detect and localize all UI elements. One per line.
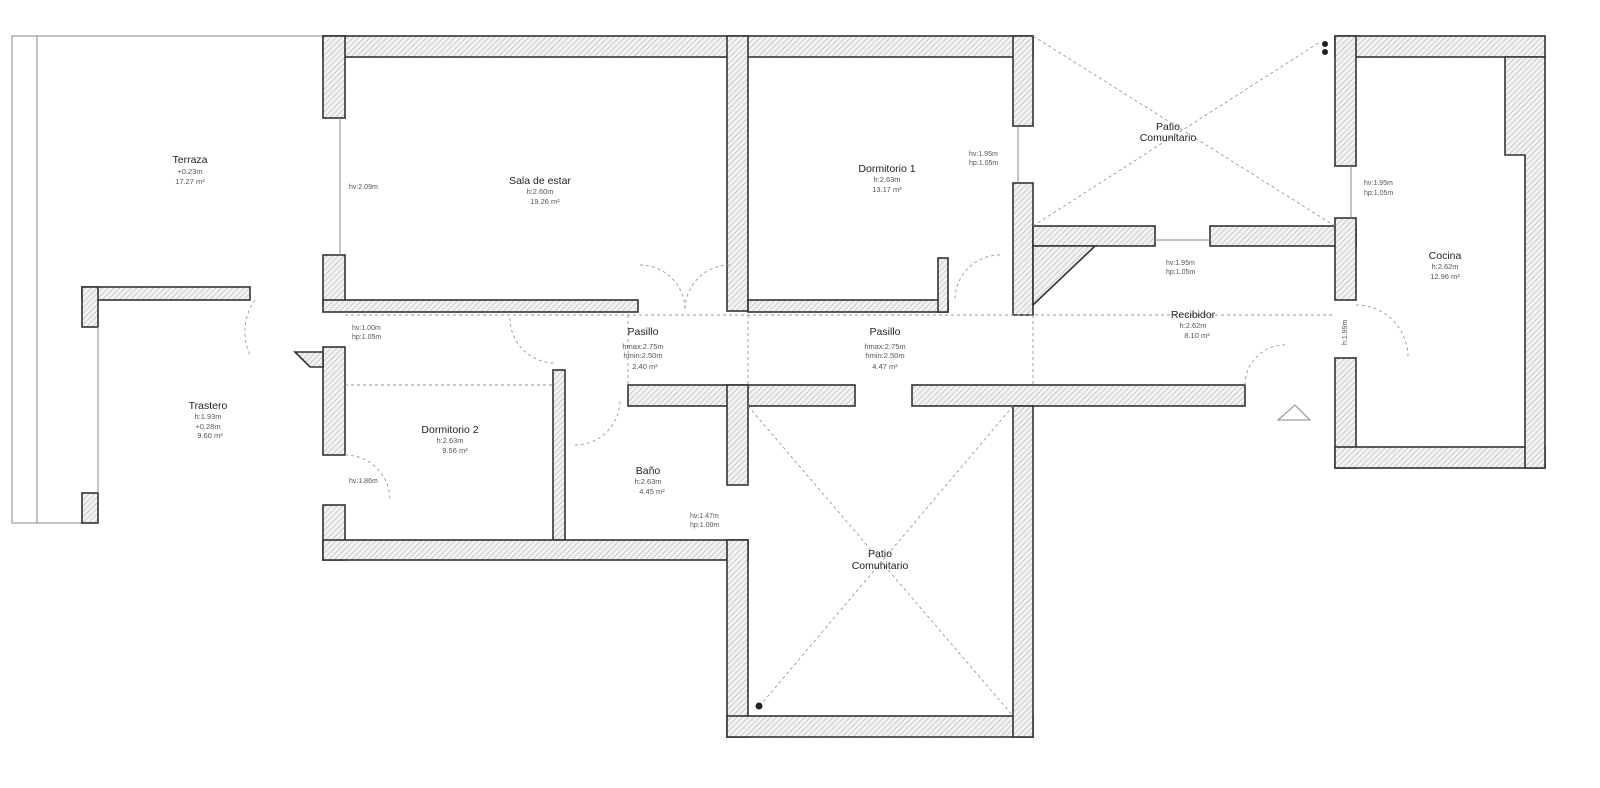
drain-symbols xyxy=(755,41,1328,710)
room-area: 12.96 m² xyxy=(1430,272,1460,281)
room-hmax: hmax:2.75m xyxy=(864,342,905,351)
room-area: 2.40 m² xyxy=(632,362,658,371)
note: hv:1.95m xyxy=(1364,180,1393,187)
room-name: Dormitorio 1 xyxy=(858,163,915,175)
room-recibidor: Recibidor h:2.62m 8.10 m² xyxy=(1171,309,1216,340)
room-area: 4.47 m² xyxy=(872,362,898,371)
room-terraza: Terraza +0.23m 17.27 m² xyxy=(172,154,207,186)
note: hp:1.05m xyxy=(1364,190,1393,197)
room-name: Cocina xyxy=(1429,250,1462,262)
room-hmin: hmin:2.50m xyxy=(623,351,662,360)
room-pasillo-2: Pasillo hmax:2.75m hmin:2.50m 4.47 m² xyxy=(864,326,905,371)
room-sala: Sala de estar h:2.60m 19.26 m² xyxy=(509,175,571,206)
patio-crosses xyxy=(97,35,1352,717)
room-area: 9.60 m² xyxy=(197,431,223,440)
room-cocina: Cocina h:2.62m 12.96 m² xyxy=(1429,250,1462,281)
room-bano: Baño h:2.63m 4.45 m² xyxy=(634,465,665,496)
note: hv:1.00m xyxy=(352,325,381,332)
room-height: h:2.63m xyxy=(873,175,900,184)
room-trastero: Trastero h:1.93m +0.28m 9.60 m² xyxy=(189,400,228,440)
room-height: h:2.60m xyxy=(526,187,553,196)
patio-top: Patio Comunitario xyxy=(1140,121,1197,144)
room-hmax: hmax:2.75m xyxy=(622,342,663,351)
note: hv:2.09m xyxy=(349,184,378,191)
doors xyxy=(244,254,1409,501)
room-name: Recibidor xyxy=(1171,309,1216,321)
room-area: 8.10 m² xyxy=(1184,331,1210,340)
room-dormitorio-2: Dormitorio 2 h:2.63m 9.56 m² xyxy=(421,424,478,455)
room-name: Pasillo xyxy=(870,326,901,338)
patio-bottom: Patio Comunitario xyxy=(852,548,909,572)
room-height: h:2.63m xyxy=(436,436,463,445)
room-area: 13.17 m² xyxy=(872,185,902,194)
patio-name: Patio xyxy=(1156,121,1180,133)
room-height: h:2.62m xyxy=(1179,321,1206,330)
room-height: h:2.63m xyxy=(634,477,661,486)
room-name: Dormitorio 2 xyxy=(421,424,478,436)
room-area: 19.26 m² xyxy=(530,197,560,206)
note: hv:1.95m xyxy=(1166,260,1195,267)
room-level: +0.23m xyxy=(177,167,202,176)
note: hp:1.05m xyxy=(969,160,998,167)
note: h:1.99m xyxy=(1342,320,1349,345)
room-area: 17.27 m² xyxy=(175,177,205,186)
patio-name: Patio xyxy=(868,548,892,560)
room-level: +0.28m xyxy=(195,422,220,431)
room-height: h:2.62m xyxy=(1431,262,1458,271)
walls xyxy=(81,35,1546,738)
room-area: 9.56 m² xyxy=(442,446,468,455)
room-area: 4.45 m² xyxy=(639,487,665,496)
patio-name-2: Comunitario xyxy=(852,560,909,572)
room-dormitorio-1: Dormitorio 1 h:2.63m 13.17 m² xyxy=(858,163,915,194)
opening-notes: hv:2.09m hv:1.95m hp:1.05m hv:1.95m hp:1… xyxy=(349,151,1393,529)
note: hv:1.95m xyxy=(969,151,998,158)
terraza-outline xyxy=(11,35,323,524)
note: hp:1.05m xyxy=(352,334,381,341)
patio-name-2: Comunitario xyxy=(1140,132,1197,144)
note: hv:1.86m xyxy=(349,478,378,485)
room-name: Trastero xyxy=(189,400,228,412)
note: hp:1.05m xyxy=(1166,269,1195,276)
room-name: Terraza xyxy=(172,154,207,166)
room-name: Baño xyxy=(636,465,661,477)
room-hmin: hmin:2.50m xyxy=(865,351,904,360)
room-name: Pasillo xyxy=(628,326,659,338)
room-height: h:1.93m xyxy=(194,412,221,421)
room-name: Sala de estar xyxy=(509,175,571,187)
note: hp:1.00m xyxy=(690,522,719,529)
room-pasillo-1: Pasillo hmax:2.75m hmin:2.50m 2.40 m² xyxy=(622,326,663,371)
note: hv:1.47m xyxy=(690,513,719,520)
